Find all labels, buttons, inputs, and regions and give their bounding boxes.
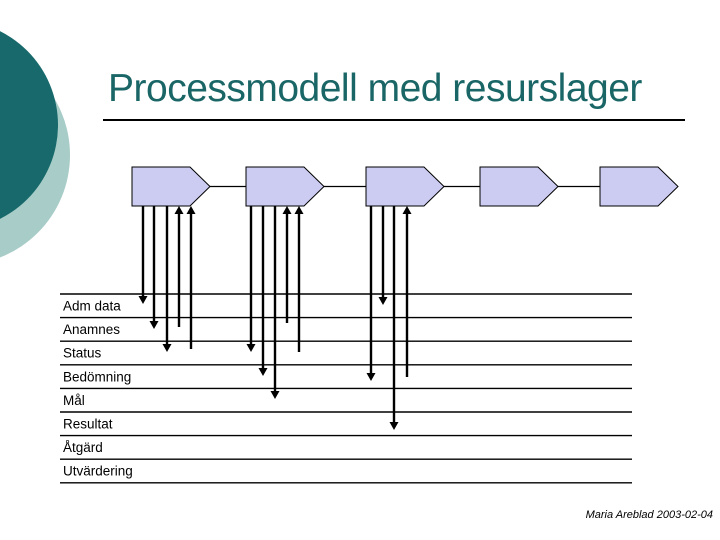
process-step-shape xyxy=(599,166,679,207)
flow-arrowhead-down-icon xyxy=(270,391,280,399)
flow-arrowhead-up-icon xyxy=(294,206,304,214)
process-step-shape xyxy=(479,166,559,207)
resource-layer-label: Åtgärd xyxy=(63,440,103,455)
resource-layer-label: Mål xyxy=(63,393,85,408)
flow-arrowhead-down-icon xyxy=(246,344,256,352)
flow-arrowhead-down-icon xyxy=(389,422,399,430)
resource-layer-label: Status xyxy=(63,346,102,361)
process-step-shape xyxy=(365,166,445,207)
footer-author-date: Maria Areblad 2003-02-04 xyxy=(585,509,713,521)
flow-arrowhead-down-icon xyxy=(138,296,148,304)
process-step-shape xyxy=(131,166,211,207)
flow-arrowhead-up-icon xyxy=(282,206,292,214)
resource-layer-label: Bedömning xyxy=(63,369,131,384)
slide-title: Processmodell med resurslager xyxy=(108,67,642,110)
title-underline xyxy=(103,119,685,121)
resource-layer-label: Anamnes xyxy=(63,322,120,337)
flow-arrowhead-down-icon xyxy=(162,344,172,352)
resource-layer-label: Utvärdering xyxy=(63,464,133,479)
resource-layer-label: Adm data xyxy=(63,299,121,314)
flow-arrowhead-down-icon xyxy=(366,373,376,381)
flow-arrowhead-down-icon xyxy=(149,321,159,329)
flow-arrowhead-down-icon xyxy=(378,297,388,305)
flow-arrowhead-down-icon xyxy=(258,368,268,376)
flow-arrowhead-up-icon xyxy=(174,206,184,214)
process-step-shape xyxy=(245,166,325,207)
flow-arrowhead-up-icon xyxy=(402,206,412,214)
resource-layer-label: Resultat xyxy=(63,417,113,432)
flow-arrowhead-up-icon xyxy=(186,206,196,214)
